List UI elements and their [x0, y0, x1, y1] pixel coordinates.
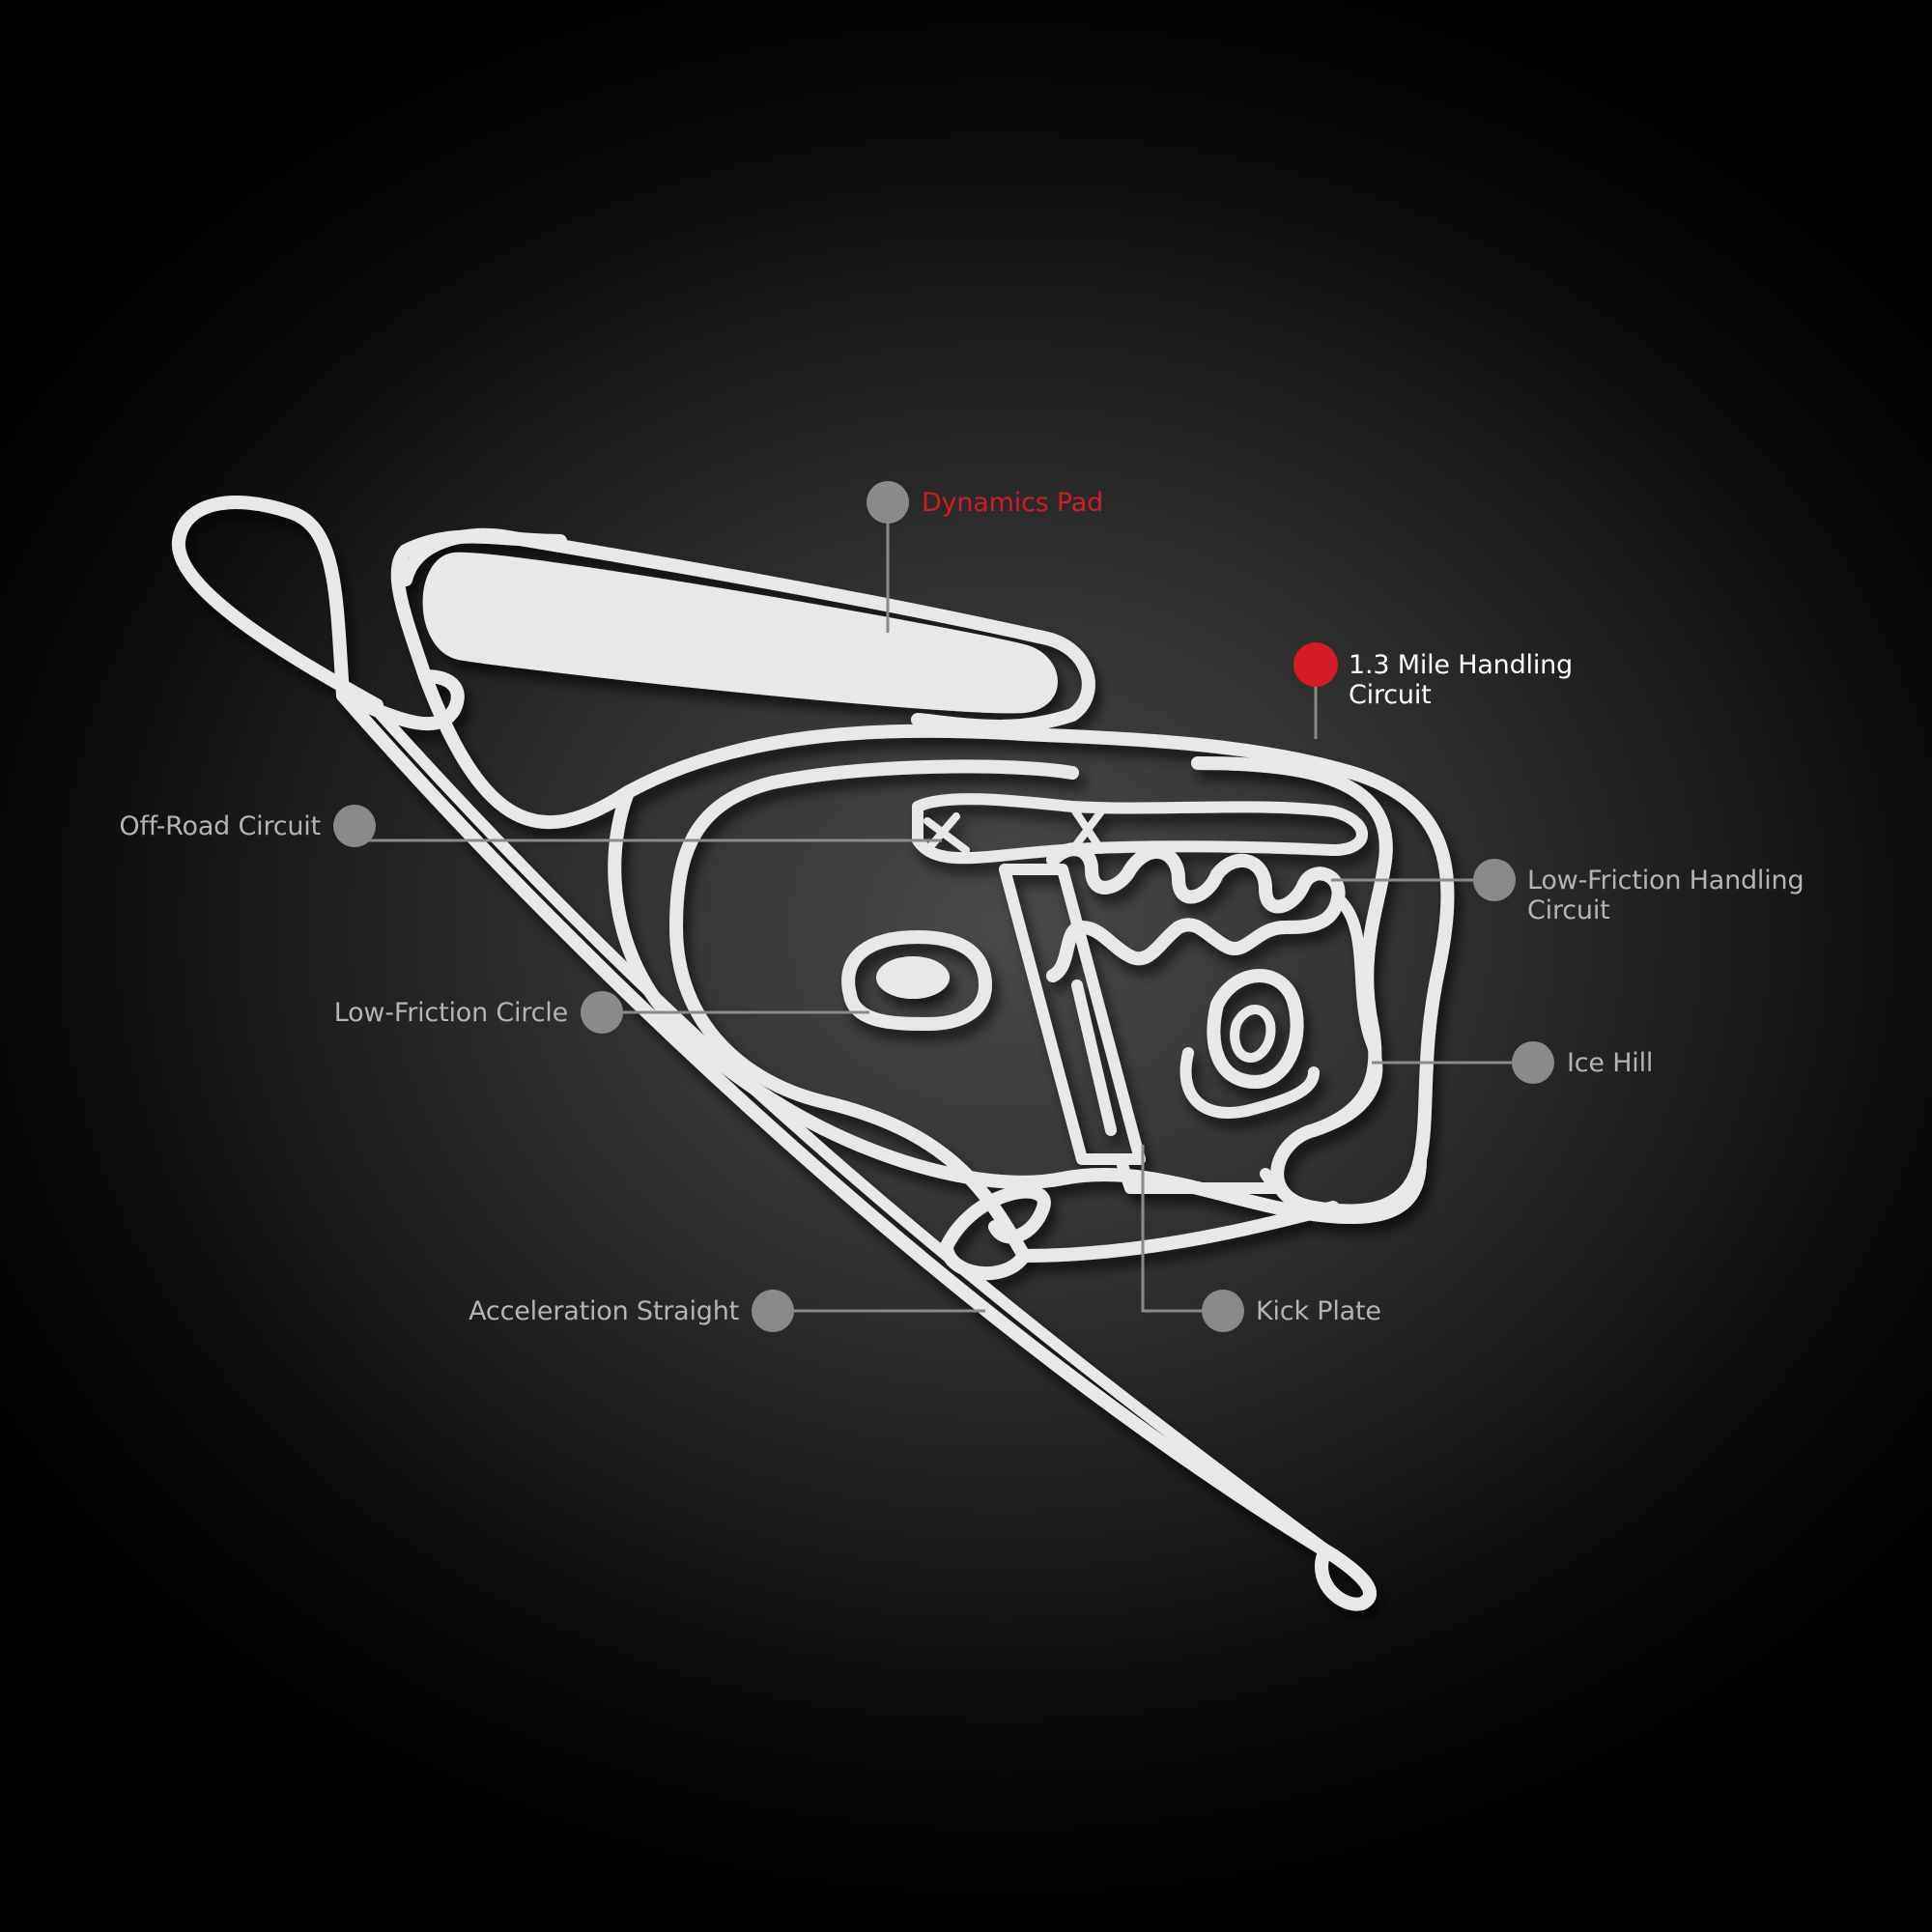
low-friction-circle-track: [841, 930, 992, 1031]
low-friction-handling-label-line1: Low-Friction Handling: [1527, 866, 1804, 895]
low-friction-handling-marker[interactable]: [1473, 859, 1516, 901]
ice-hill-connector: [1179, 1047, 1320, 1119]
ice-hill-label[interactable]: Ice Hill: [1567, 1048, 1654, 1078]
kick-plate-inner: [1071, 980, 1281, 1194]
circuit-inner-loop: [669, 759, 1079, 1281]
kick-plate-label[interactable]: Kick Plate: [1256, 1296, 1381, 1326]
off-road-circuit-marker[interactable]: [333, 805, 376, 847]
ice-hill-marker[interactable]: [1512, 1041, 1554, 1084]
acceleration-straight-marker[interactable]: [752, 1290, 794, 1332]
handling-circuit-marker[interactable]: [1293, 642, 1338, 687]
ice-hill-oval: [1207, 969, 1304, 1089]
dynamics-pad-surface: [422, 552, 1058, 714]
handling-circuit-label-line2: Circuit: [1349, 680, 1432, 710]
kick-plate-leader: [1141, 1145, 1223, 1313]
handling-circuit-label[interactable]: 1.3 Mile Handling Circuit: [1349, 650, 1573, 710]
acceleration-straight-inner: [371, 704, 1339, 1561]
off-road-circuit-track: [912, 793, 1368, 865]
south-hairpin: [940, 1184, 1340, 1263]
low-friction-handling-track: [1046, 842, 1346, 982]
off-road-circuit-label[interactable]: Off-Road Circuit: [119, 811, 321, 841]
low-friction-handling-label-line2: Circuit: [1527, 895, 1610, 925]
handling-circuit-label-line1: 1.3 Mile Handling: [1349, 650, 1573, 680]
dynamics-pad-label[interactable]: Dynamics Pad: [922, 488, 1104, 518]
low-friction-circle-center: [876, 956, 950, 999]
low-friction-circle-marker[interactable]: [581, 991, 623, 1034]
handling-circuit-track: [418, 669, 1455, 1218]
low-friction-circle-label[interactable]: Low-Friction Circle: [333, 998, 568, 1028]
kick-plate-track: [999, 864, 1146, 1165]
ice-hill-track: [1308, 893, 1383, 1136]
off-road-crossings: [923, 803, 1105, 854]
dynamics-pad-marker[interactable]: [867, 481, 909, 524]
acceleration-straight-track: [171, 496, 1377, 1611]
acceleration-straight-label[interactable]: Acceleration Straight: [469, 1296, 739, 1326]
low-friction-handling-label[interactable]: Low-Friction Handling Circuit: [1527, 866, 1804, 925]
handling-circuit-outer: [608, 785, 1427, 1224]
ice-hill-oval-inner: [1230, 1005, 1276, 1063]
kick-plate-marker[interactable]: [1202, 1290, 1244, 1332]
dynamics-pad-loop: [399, 527, 1095, 733]
